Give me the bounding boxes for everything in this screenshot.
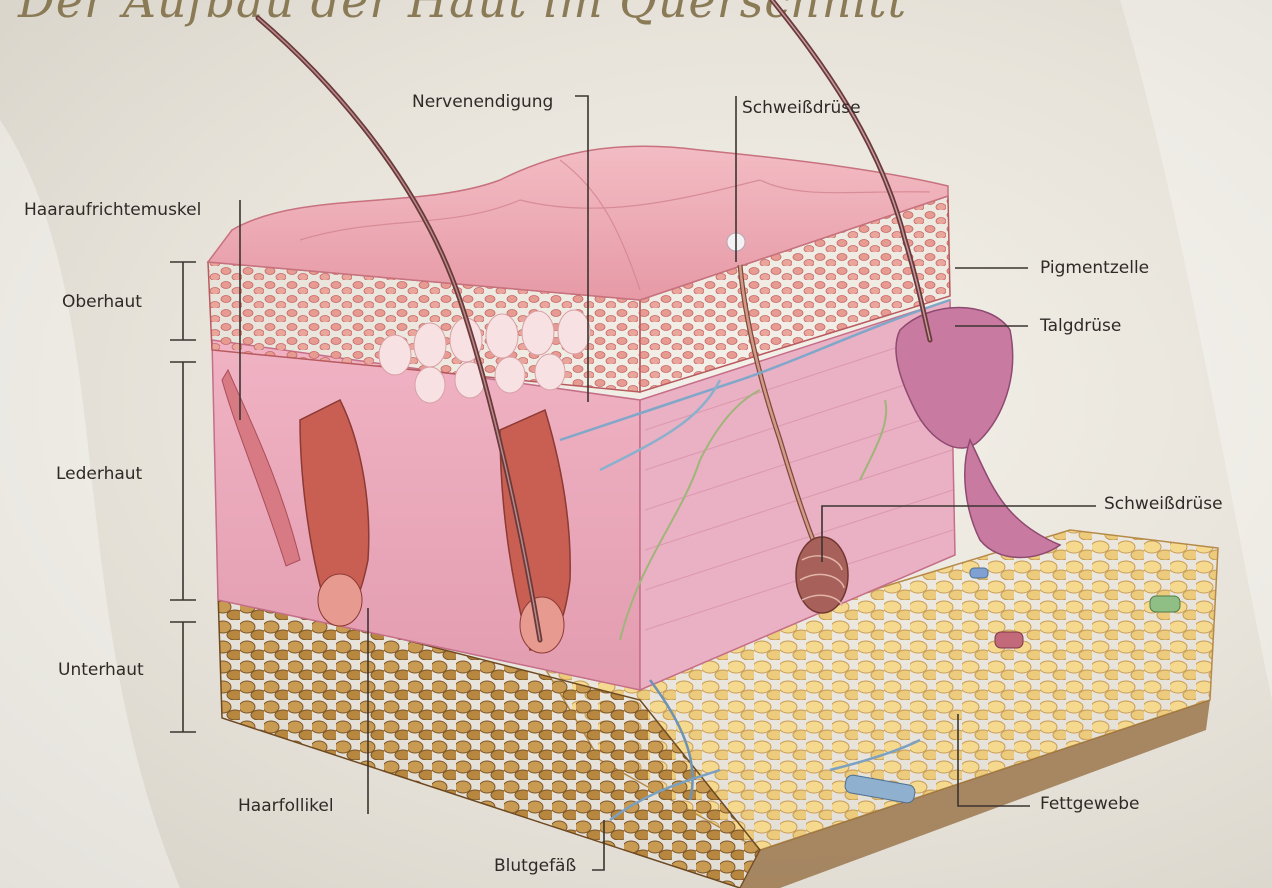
label-haarfollikel: Haarfollikel	[238, 796, 334, 816]
label-fettgewebe: Fettgewebe	[1040, 794, 1140, 814]
label-blutgefaess: Blutgefäß	[494, 856, 576, 876]
label-schweissdruese-right: Schweißdrüse	[1104, 494, 1223, 514]
label-unterhaut: Unterhaut	[58, 660, 144, 680]
label-schweissdruese-top: Schweißdrüse	[742, 98, 861, 118]
label-nervenendigung: Nervenendigung	[412, 92, 553, 112]
label-lederhaut: Lederhaut	[56, 464, 142, 484]
label-talgdruese: Talgdrüse	[1040, 316, 1121, 336]
label-oberhaut: Oberhaut	[62, 292, 142, 312]
label-haaraufrichtemuskel: Haaraufrichtemuskel	[24, 200, 201, 220]
label-pigmentzelle: Pigmentzelle	[1040, 258, 1149, 278]
